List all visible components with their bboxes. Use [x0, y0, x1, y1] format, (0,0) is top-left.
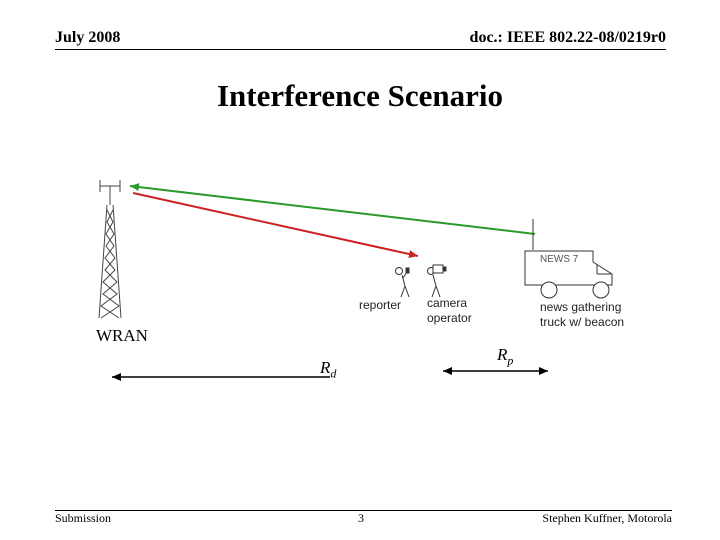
footer-submission: Submission — [55, 511, 112, 525]
reporter-figure-icon — [395, 267, 410, 298]
wran-tower-icon — [98, 180, 122, 319]
rp-label: Rp — [497, 345, 514, 368]
slide-title: Interference Scenario — [216, 78, 504, 113]
footer-author: Stephen Kuffner, Motorola — [542, 511, 672, 525]
camera-operator-figure-icon — [427, 264, 447, 298]
truck-label: news gathering truck w/ beacon — [540, 300, 625, 329]
green-interference-arrow — [129, 183, 536, 235]
header-rule — [55, 49, 666, 50]
header-doc-id: doc.: IEEE 802.22-08/0219r0 — [469, 29, 666, 46]
red-interference-arrow — [132, 192, 419, 258]
camera-operator-label: camera operator — [427, 296, 472, 325]
news-truck-icon — [524, 219, 613, 299]
footer-page-number: 3 — [358, 511, 364, 525]
footer-rule — [55, 510, 672, 511]
header-date: July 2008 — [55, 29, 121, 46]
wran-label: WRAN — [96, 326, 148, 345]
reporter-label: reporter — [359, 298, 402, 312]
truck-logo-text: NEWS 7 — [540, 254, 579, 265]
rd-label: Rd — [320, 358, 337, 381]
